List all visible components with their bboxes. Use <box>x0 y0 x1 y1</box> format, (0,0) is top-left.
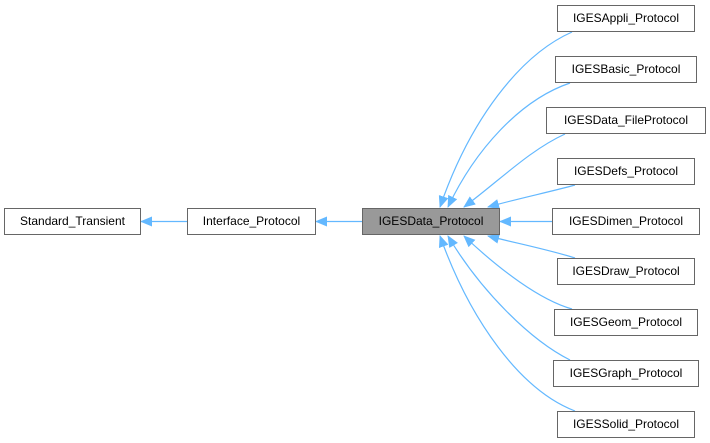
edge-igesdefs_protocol-to-igesdata_protocol <box>487 184 576 209</box>
edge-igesgeom_protocol-to-igesdata_protocol <box>463 235 573 310</box>
node-igesappli-protocol[interactable]: IGESAppli_Protocol <box>557 5 695 32</box>
node-igesdraw-protocol[interactable]: IGESDraw_Protocol <box>557 258 695 285</box>
node-igesdefs-protocol[interactable]: IGESDefs_Protocol <box>557 158 695 185</box>
node-igesgraph-protocol[interactable]: IGESGraph_Protocol <box>553 360 699 387</box>
edge-igesbasic_protocol-to-igesdata_protocol <box>447 82 571 208</box>
node-igesgeom-protocol[interactable]: IGESGeom_Protocol <box>554 309 698 336</box>
edge-igesdata_fileprotocol-to-igesdata_protocol <box>463 133 566 208</box>
node-igesdata-protocol[interactable]: IGESData_Protocol <box>362 208 500 235</box>
edge-igesdraw_protocol-to-igesdata_protocol <box>487 233 576 259</box>
edge-igessolid_protocol-to-igesdata_protocol <box>438 235 576 412</box>
node-interface-protocol[interactable]: Interface_Protocol <box>187 208 316 235</box>
node-standard-transient[interactable]: Standard_Transient <box>4 208 141 235</box>
node-igessolid-protocol[interactable]: IGESSolid_Protocol <box>557 411 695 438</box>
edge-igesappli_protocol-to-igesdata_protocol <box>438 31 573 208</box>
edge-igesgraph_protocol-to-igesdata_protocol <box>447 235 571 361</box>
node-igesdimen-protocol[interactable]: IGESDimen_Protocol <box>552 208 700 235</box>
node-igesbasic-protocol[interactable]: IGESBasic_Protocol <box>555 56 697 83</box>
node-igesdata-fileprotocol[interactable]: IGESData_FileProtocol <box>546 107 706 134</box>
